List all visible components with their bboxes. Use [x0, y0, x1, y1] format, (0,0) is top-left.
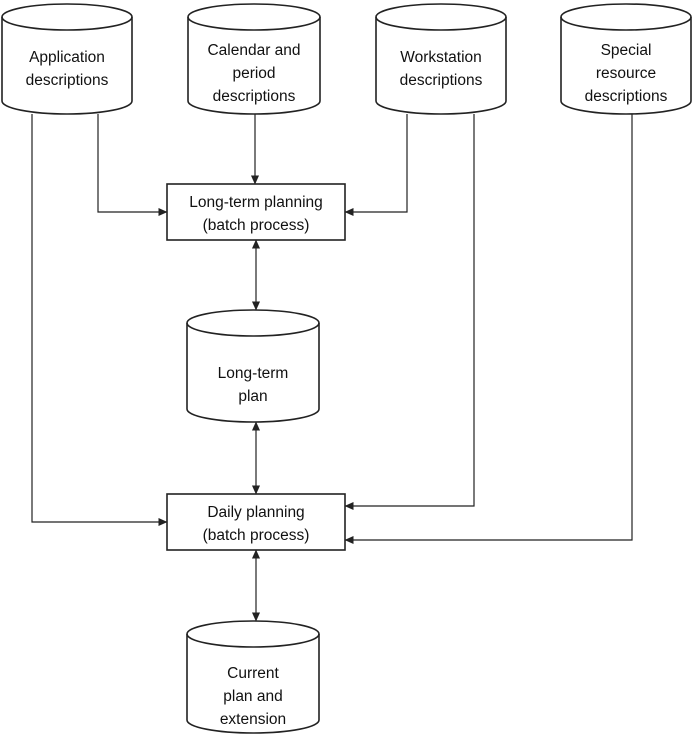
process-box-longterm-planning: Long-term planning (batch process)	[166, 183, 346, 241]
longterm-planning-label-line: (batch process)	[203, 217, 310, 234]
datastore-workstation: Workstation descriptions	[375, 3, 507, 115]
datastore-current-plan: Current plan and extension	[186, 620, 320, 734]
longterm-plan-label-line: Long-term	[218, 365, 289, 382]
edge-workstation-to-longterm-planning	[344, 114, 408, 217]
edge-application-to-longterm-planning	[97, 114, 168, 217]
special-label-line: resource	[596, 65, 656, 82]
current-plan-label-line: Current	[227, 665, 279, 682]
special-label-line: Special	[601, 42, 652, 59]
workstation-label-line: Workstation	[400, 49, 482, 66]
nodes: Application descriptions Calendar and perio…	[1, 3, 692, 734]
daily-planning-label-line: Daily planning	[207, 504, 304, 521]
workstation-label-line: descriptions	[400, 72, 483, 89]
calendar-label-line: descriptions	[213, 88, 296, 105]
application-label-line: Application	[29, 49, 105, 66]
special-label-line: descriptions	[585, 88, 668, 105]
longterm-planning-label-line: Long-term planning	[189, 194, 323, 211]
connectors	[31, 114, 633, 622]
calendar-label-line: Calendar and	[207, 42, 300, 59]
datastore-calendar: Calendar and period descriptions	[187, 3, 321, 115]
datastore-application: Application descriptions	[1, 3, 133, 115]
current-plan-label-line: extension	[220, 711, 286, 728]
edge-workstation-to-daily-planning	[344, 114, 475, 511]
datastore-longterm-plan: Long-term plan	[186, 309, 320, 423]
application-label-line: descriptions	[26, 72, 109, 89]
datastore-special: Special resource descriptions	[560, 3, 692, 115]
edge-application-to-daily-planning	[31, 114, 168, 527]
daily-planning-label-line: (batch process)	[203, 527, 310, 544]
edge-special-to-daily-planning	[344, 114, 633, 545]
process-box-daily-planning: Daily planning (batch process)	[166, 493, 346, 551]
longterm-plan-label-line: plan	[238, 388, 267, 405]
calendar-label-line: period	[232, 65, 275, 82]
current-plan-label-line: plan and	[223, 688, 282, 705]
